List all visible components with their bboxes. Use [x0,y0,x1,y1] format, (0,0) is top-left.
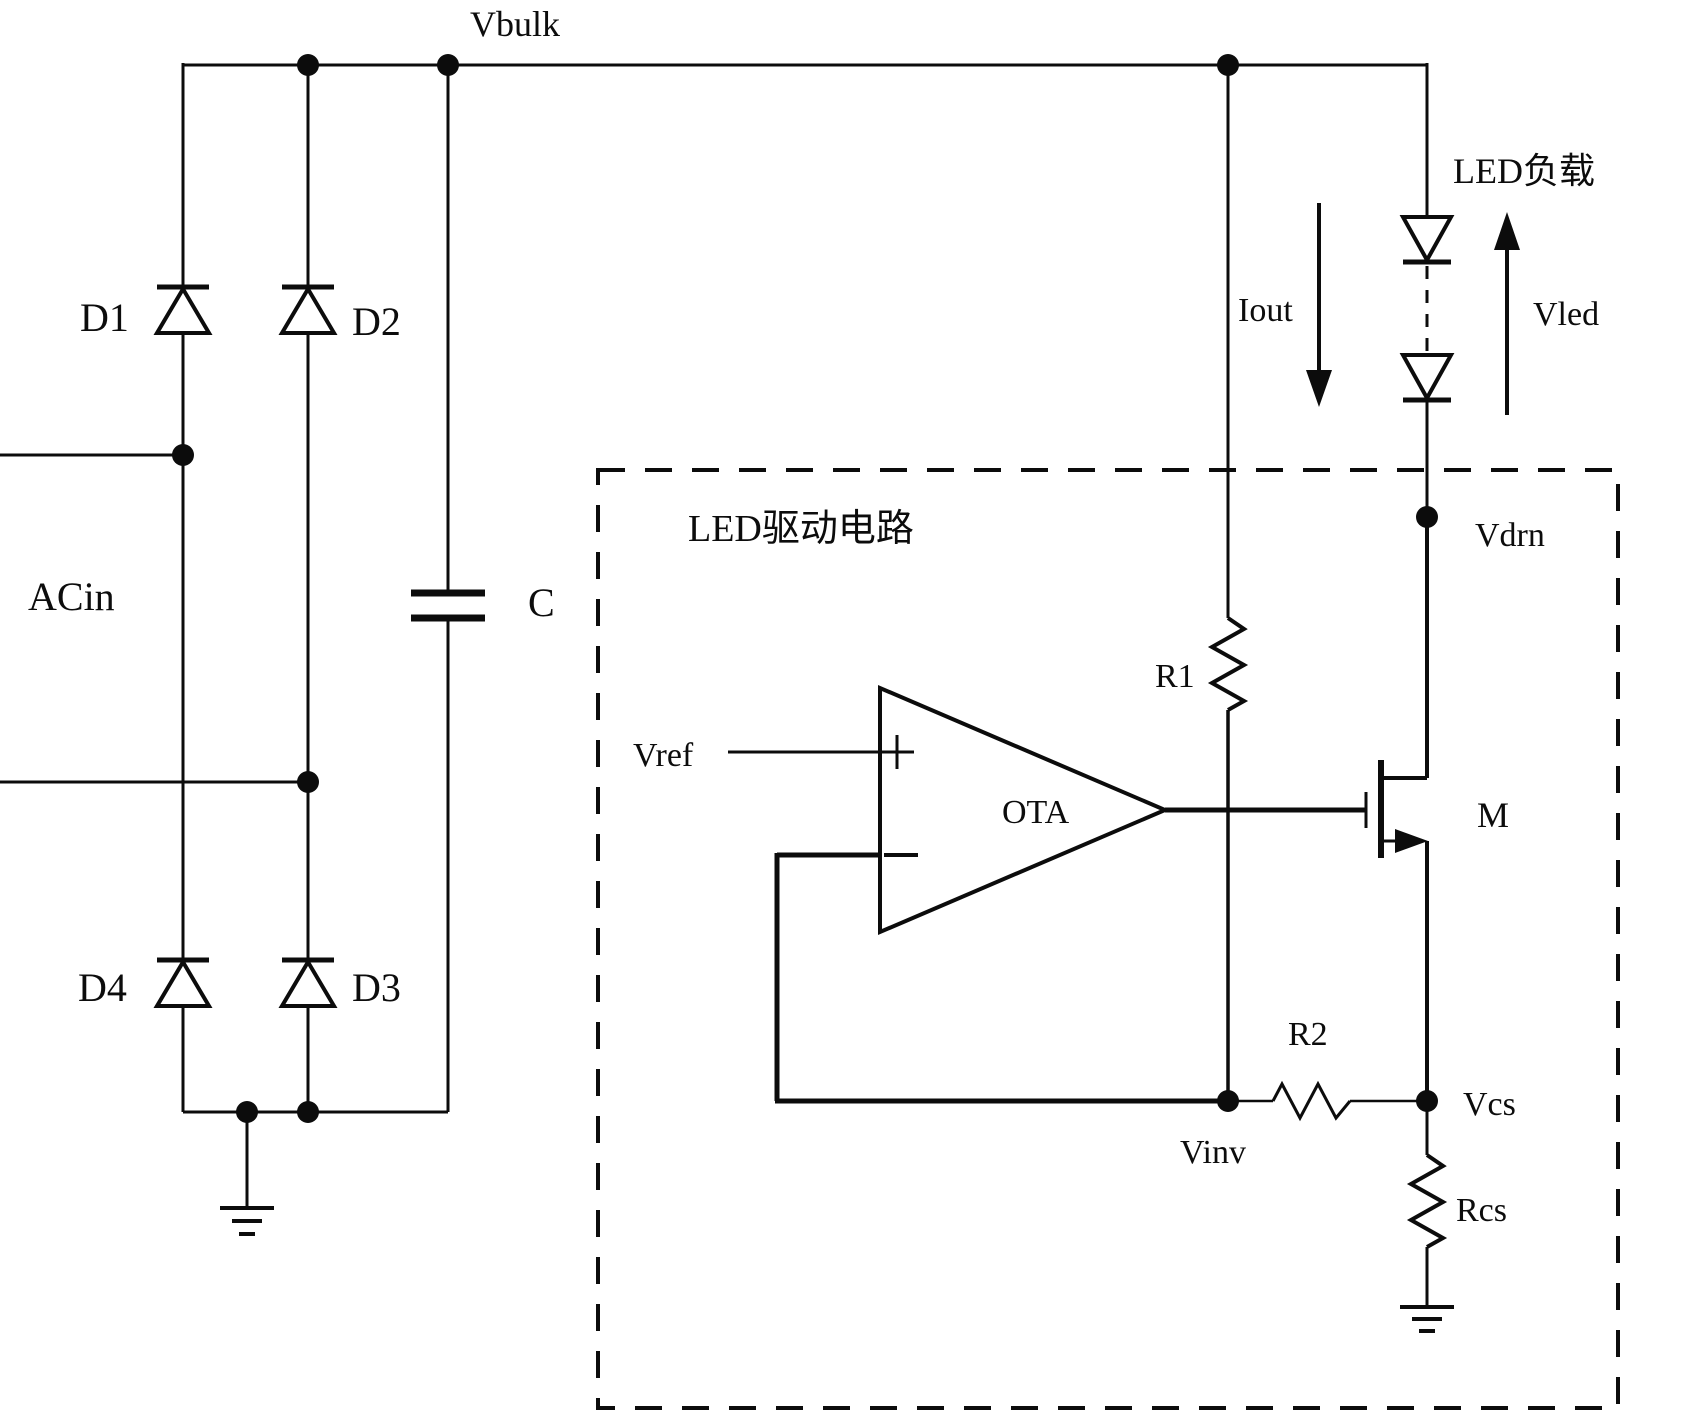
led-load-label: LED负载 [1453,151,1595,191]
vdrn-node-dot [1416,506,1438,528]
mosfet-source-arrow-icon [1395,829,1428,853]
junction-dot [1217,54,1239,76]
r2-label: R2 [1288,1016,1328,1053]
d4-diode-icon [153,958,213,1008]
r1-resistor-icon [1207,616,1249,712]
vled-arrowhead-icon [1494,212,1520,250]
vled-arrow [1494,212,1520,415]
junction-dot [437,54,459,76]
vdrn-label: Vdrn [1475,517,1545,554]
led2-diode-icon [1399,353,1455,403]
capacitor-label: C [528,580,555,625]
led-driver-dashed-box [596,468,1620,1410]
led-load-string [1399,63,1455,517]
vcs-node-dot [1416,1090,1438,1112]
vbulk-label: Vbulk [470,4,560,44]
vref-label: Vref [633,737,694,774]
bridge-ground [220,1112,274,1236]
ota-plus-icon [880,735,914,769]
ota-label: OTA [1002,794,1070,831]
junction-dot [172,444,194,466]
mosfet-label: M [1477,795,1509,835]
bridge-rectifier [0,63,448,1114]
junction-dot [236,1101,258,1123]
junction-dot [297,771,319,793]
d4-label: D4 [78,965,127,1010]
vinv-label: Vinv [1180,1134,1246,1171]
r2-resistor-icon [1271,1080,1352,1122]
led1-diode-icon [1399,215,1455,265]
junction-dot [297,54,319,76]
d1-diode-icon [153,285,213,335]
d3-label: D3 [352,965,401,1010]
d2-diode-icon [278,285,338,335]
bulk-capacitor [411,63,485,1112]
driver-box-label: LED驱动电路 [688,508,914,550]
d3-diode-icon [278,958,338,1008]
vinv-node-dot [1217,1090,1239,1112]
rcs-label: Rcs [1456,1192,1507,1229]
sense-network [1228,1080,1454,1333]
iout-label: Iout [1238,292,1293,329]
mosfet [1364,517,1429,1101]
d1-label: D1 [80,295,129,340]
vled-label: Vled [1533,296,1599,333]
iout-arrowhead-icon [1306,370,1332,407]
iout-arrow [1306,203,1332,407]
junction-dot [297,1101,319,1123]
r1-branch [1207,63,1249,1101]
ota-triangle-icon [878,684,1171,936]
d2-label: D2 [352,299,401,344]
vcs-label: Vcs [1463,1086,1516,1123]
ota-amplifier [728,684,1366,1104]
rcs-resistor-icon [1406,1153,1448,1249]
r1-label: R1 [1155,658,1195,695]
acin-label: ACin [28,574,115,619]
junction-dots [172,54,1438,1123]
